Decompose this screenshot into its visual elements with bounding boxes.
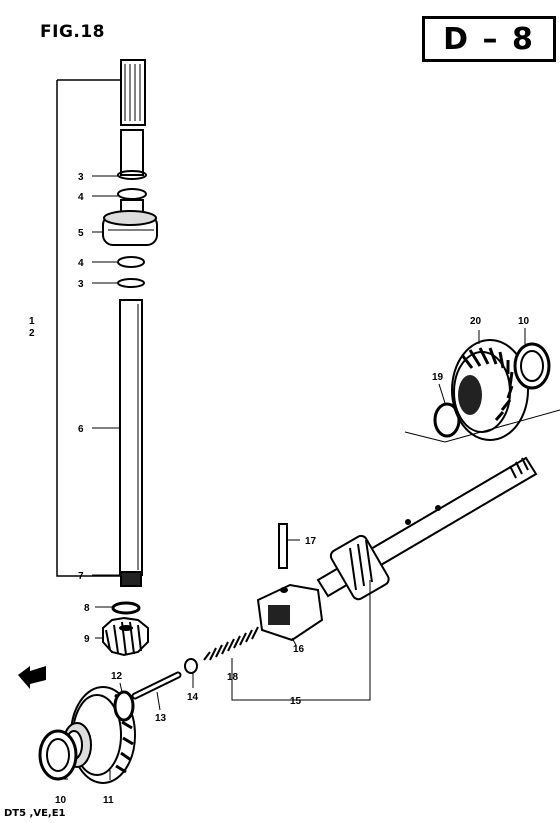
shim (113, 690, 135, 722)
shaft-spline-bottom (120, 571, 142, 587)
circlip-top (117, 170, 147, 180)
reverse-gear (451, 339, 529, 441)
callout-4: 4 (78, 192, 84, 203)
pinion-washer (111, 601, 141, 615)
callout-4-lower: 4 (78, 258, 84, 269)
callout-20: 20 (470, 316, 482, 327)
callout-19: 19 (432, 372, 444, 383)
callout-15: 15 (290, 696, 302, 707)
callout-10-rear: 10 (518, 316, 530, 327)
washer-bottom (117, 256, 145, 268)
callout-9: 9 (84, 634, 90, 645)
callout-10: 10 (55, 795, 67, 806)
pinion-gear (102, 616, 149, 657)
callout-6: 6 (78, 424, 84, 435)
assembly-bracket (56, 79, 120, 577)
circlip-bottom (117, 278, 145, 288)
washer-top (117, 188, 147, 200)
pin (278, 523, 288, 569)
callout-5: 5 (78, 228, 84, 239)
callout-11: 11 (103, 795, 114, 806)
drive-shaft (119, 59, 146, 587)
callout-1: 1 (29, 316, 35, 327)
model-code: DT5 ,VE,E1 (4, 808, 66, 819)
callout-3-lower: 3 (78, 279, 84, 290)
leader-lines (60, 175, 560, 780)
callout-18: 18 (227, 672, 239, 683)
propeller-shaft (316, 456, 538, 601)
callout-8: 8 (84, 603, 90, 614)
shaft-main (119, 299, 143, 576)
callout-12: 12 (111, 671, 123, 682)
callout-17: 17 (305, 536, 317, 547)
callout-16: 16 (293, 644, 305, 655)
ball (184, 658, 198, 674)
callout-7: 7 (78, 571, 84, 582)
callout-labels: 1 2 3 4 5 4 3 6 7 8 9 10 11 12 13 14 15 … (29, 172, 530, 806)
callout-13: 13 (155, 713, 167, 724)
clutch-dog (256, 583, 324, 642)
figure-title: FIG.18 (40, 22, 106, 42)
page-code-box: D – 8 (422, 16, 556, 62)
forward-arrow-icon (18, 666, 46, 689)
callout-3: 3 (78, 172, 84, 183)
callout-14: 14 (187, 692, 199, 703)
bearing (102, 210, 158, 246)
spring (203, 626, 259, 661)
callout-2: 2 (29, 328, 35, 339)
